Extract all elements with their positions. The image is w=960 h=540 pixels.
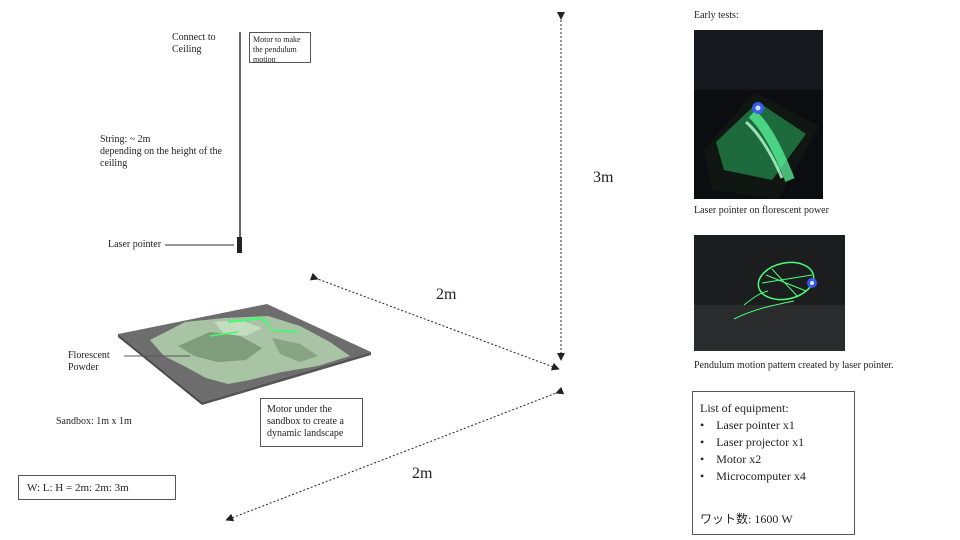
depth-dimension-label: 2m [436,286,457,303]
test-photo-1-caption: Laser pointer on florescent power [694,205,829,216]
string-label: String: ~ 2m depending on the height of … [100,134,222,169]
test-photo-2-caption: Pendulum motion pattern created by laser… [694,360,894,371]
test-photo-2-image [694,235,845,351]
bullet-icon: • [700,435,705,449]
sandbox [118,304,371,405]
equipment-item: • Microcomputer x4 [700,469,806,483]
dimensions-ratio-box: W: L: H = 2m: 2m: 3m [18,475,176,500]
width-dimension-line [225,386,565,522]
power-rating: ワット数: 1600 W [700,512,793,526]
motor-sandbox-label: Motor under the sandbox to create a dyna… [260,398,363,447]
bullet-icon: • [700,452,705,466]
equipment-list-box: List of equipment: • Laser pointer x1 • … [692,391,855,535]
depth-dimension-line [309,272,560,371]
laser-pointer-device [237,237,242,253]
test-photo-1-image [694,30,823,199]
florescent-powder-label: Florescent Powder [68,350,110,373]
height-dimension-label: 3m [593,169,614,186]
motor-pendulum-label: Motor to make the pendulum motion [249,32,311,64]
bullet-icon: • [700,469,705,483]
connect-ceiling-label: Connect to Ceiling [172,32,216,55]
equipment-item: • Laser projector x1 [700,435,805,449]
equipment-list-title: List of equipment: [700,401,789,415]
test-photo-2 [694,235,845,351]
bullet-icon: • [700,418,705,432]
width-dimension-label: 2m [412,465,433,482]
laser-pointer-label: Laser pointer [108,239,162,250]
equipment-item: • Motor x2 [700,452,762,466]
early-tests-heading: Early tests: [694,10,739,21]
test-photo-1 [694,30,823,199]
sandbox-size-label: Sandbox: 1m x 1m [56,416,132,427]
equipment-item: • Laser pointer x1 [700,418,795,432]
